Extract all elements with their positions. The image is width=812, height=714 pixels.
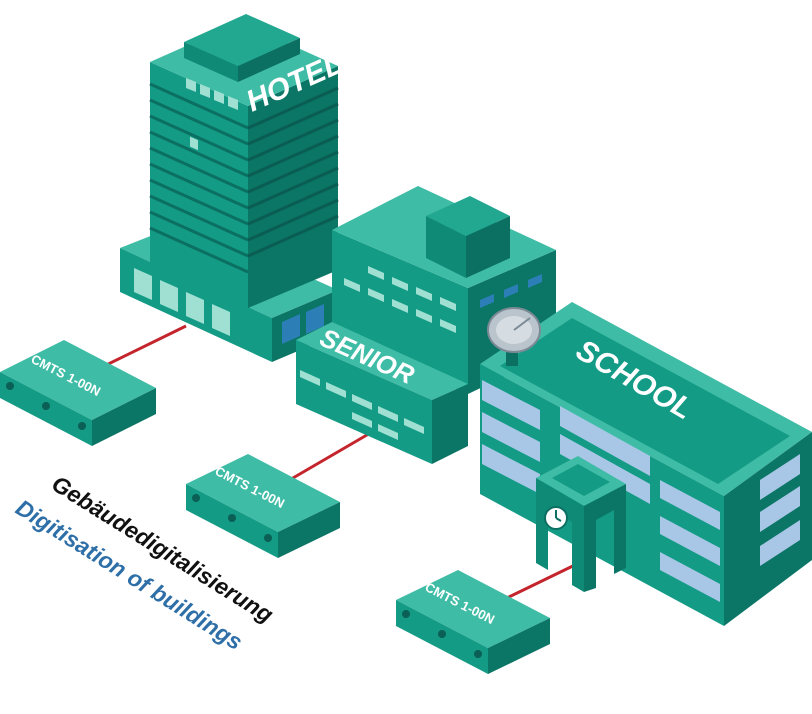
cmts-device-2: CMTS 1-00N bbox=[186, 454, 340, 558]
school-windows bbox=[482, 380, 800, 602]
hotel-building: HOTEL bbox=[120, 14, 348, 362]
satellite-dish-icon bbox=[487, 307, 541, 366]
school-building: SCHOOL bbox=[480, 302, 812, 626]
cmts-device-1: CMTS 1-00N bbox=[0, 340, 156, 446]
hotel-floor-stripes bbox=[149, 82, 249, 274]
senior-windows bbox=[300, 266, 456, 440]
cmts-device-3: CMTS 1-00N bbox=[396, 570, 550, 674]
